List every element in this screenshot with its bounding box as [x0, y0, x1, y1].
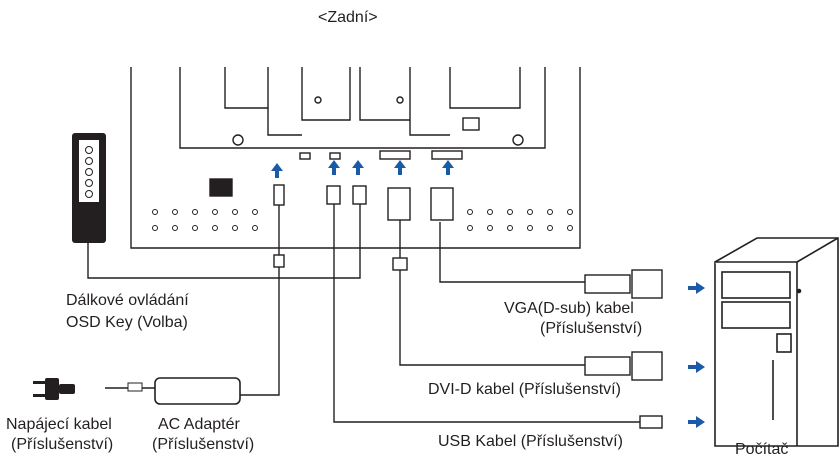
diagram-title: <Zadní>	[318, 9, 378, 26]
osd-remote	[72, 133, 106, 243]
monitor-rear	[130, 67, 581, 249]
arrow-up-icon	[352, 160, 364, 175]
vga-label-line2: (Příslušenství)	[540, 320, 643, 337]
arrow-up-icon	[442, 160, 454, 175]
connectors	[273, 184, 663, 429]
ac-adapter	[127, 377, 241, 405]
arrow-up-icon	[271, 163, 283, 178]
computer-label: Počítač	[735, 441, 789, 458]
dvi-label: DVI-D kabel (Příslušenství)	[428, 381, 621, 398]
adapter-label-line2: (Příslušenství)	[152, 436, 255, 453]
arrow-up-icon	[328, 160, 340, 175]
computer-tower	[714, 237, 839, 447]
usb-label: USB Kabel (Příslušenství)	[438, 433, 623, 450]
power-label-line2: (Příslušenství)	[11, 436, 114, 453]
port-arrows	[271, 160, 454, 178]
arrow-right-icon	[688, 416, 705, 428]
arrow-up-icon	[394, 160, 406, 175]
vent-dots	[152, 209, 573, 231]
adapter-label-line1: AC Adaptér	[158, 416, 240, 433]
computer-arrows	[688, 282, 705, 428]
arrow-right-icon	[688, 282, 705, 294]
remote-label-line2: OSD Key (Volba)	[66, 314, 188, 331]
arrow-right-icon	[688, 361, 705, 373]
power-label-line1: Napájecí kabel	[6, 416, 112, 433]
power-plug	[33, 378, 75, 400]
vga-label-line1: VGA(D-sub) kabel	[504, 300, 634, 317]
remote-label-line1: Dálkové ovládání	[66, 292, 189, 309]
